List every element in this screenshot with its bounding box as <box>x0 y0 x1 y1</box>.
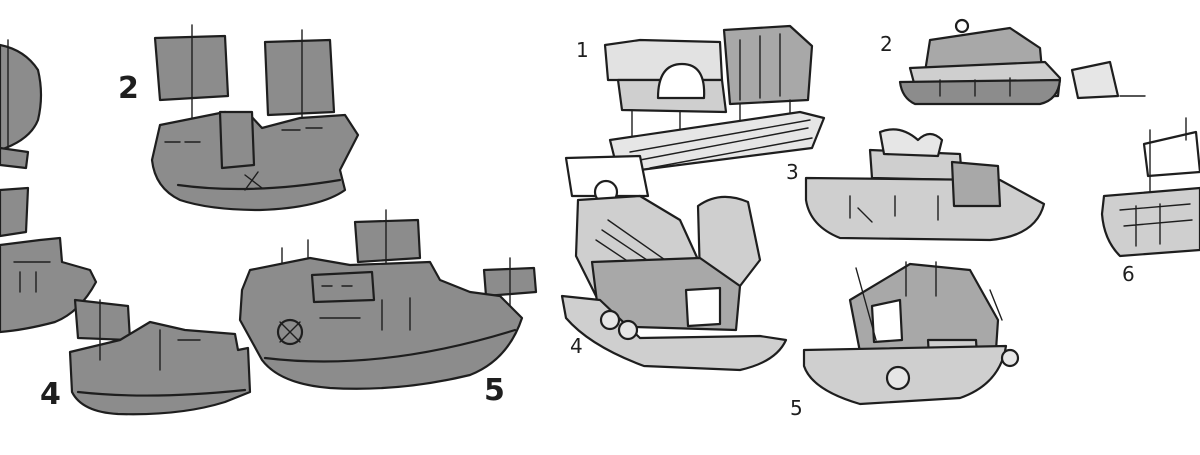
sketch-left-ship-5 <box>238 209 538 390</box>
sketch-left-partial-top <box>0 39 43 170</box>
sketch-right-2-houseboat <box>898 18 1146 106</box>
sketch-right-4-stair-houseboat <box>560 154 788 372</box>
sketch-right-1-stilt-house <box>603 24 826 172</box>
sketch-right-5-fishing-boat <box>802 261 1020 406</box>
sketch-left-ship-4 <box>68 298 252 416</box>
sketch-right-3-river-boat <box>804 128 1046 242</box>
sketch-left-partial-middle <box>0 186 98 334</box>
sketch-right-6-sail-houseboat <box>1100 117 1200 258</box>
sketch-left-ship-2 <box>150 24 360 212</box>
